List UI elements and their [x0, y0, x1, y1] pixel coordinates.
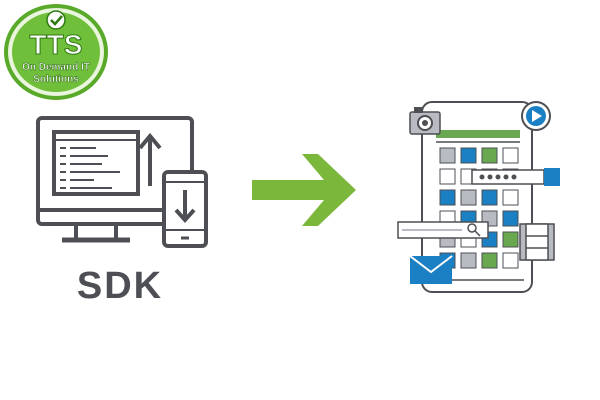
- arrow-right-icon: [252, 154, 356, 226]
- check-icon: [46, 10, 66, 30]
- logo-tagline-line2: Solutions: [33, 74, 79, 85]
- sdk-label: SDK: [76, 265, 164, 307]
- app-tile: [502, 231, 519, 248]
- app-tile: [502, 147, 519, 164]
- camera-icon: [409, 107, 441, 135]
- app-tile: [502, 252, 519, 269]
- search-field: [397, 221, 489, 239]
- logo-letters: TTS: [30, 29, 83, 60]
- app-tile: [481, 252, 498, 269]
- app-tile: [460, 147, 477, 164]
- app-tile: [460, 252, 477, 269]
- app-tile: [439, 189, 456, 206]
- company-logo: TTS On Demand IT Solutions: [4, 4, 108, 100]
- app-tile: [439, 147, 456, 164]
- arrow-down-icon: [174, 190, 196, 223]
- mobile-app-illustration: [397, 101, 560, 293]
- play-icon: [521, 101, 551, 131]
- arrow-up-icon: [138, 132, 162, 186]
- logo-tagline-line1: On Demand IT: [22, 62, 90, 73]
- sdk-illustration: [36, 116, 208, 248]
- app-tile: [460, 189, 477, 206]
- code-lines: [60, 147, 120, 189]
- app-tile: [481, 189, 498, 206]
- mobile-phone-icon: [162, 170, 208, 248]
- app-tile: [481, 147, 498, 164]
- password-field-icon: [471, 168, 560, 186]
- film-strip-icon: [519, 223, 555, 261]
- app-tile: [439, 168, 456, 185]
- search-icon: [467, 223, 481, 237]
- app-tile: [502, 210, 519, 227]
- app-tile: [502, 189, 519, 206]
- envelope-icon: [409, 255, 453, 284]
